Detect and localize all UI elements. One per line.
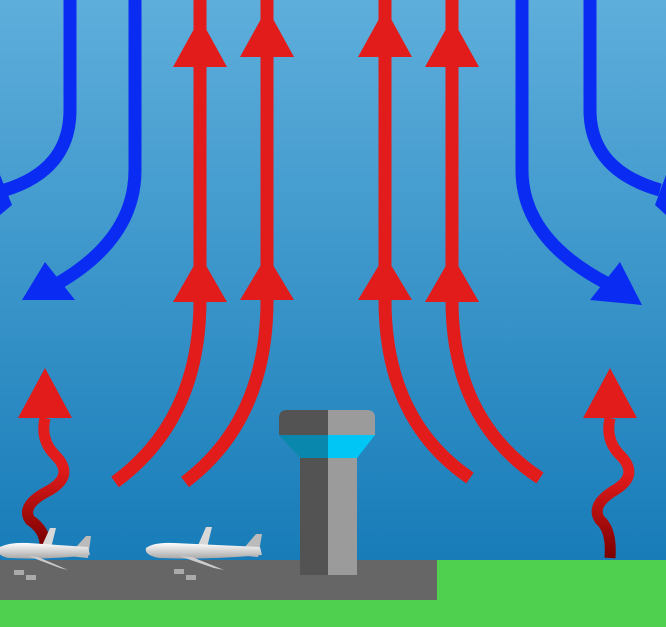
updraft-arrow-3 <box>378 0 474 484</box>
plane-engine <box>186 575 196 580</box>
airplane-icon <box>0 528 91 580</box>
thermal-arrow-left <box>22 416 70 546</box>
updraft-arrows <box>111 0 544 488</box>
tower-cap-light <box>328 410 375 435</box>
updraft-arrow-icon <box>240 8 294 57</box>
updraft-arrow-icon <box>358 8 412 57</box>
downdraft-arrow-4 <box>515 0 613 291</box>
updraft-arrow-icon <box>173 18 227 67</box>
updraft-arrow-2 <box>181 0 274 488</box>
updraft-arrowheads <box>173 8 479 302</box>
plane-engine <box>26 575 36 580</box>
downdraft-arrow-icon <box>655 175 666 215</box>
tower-glass-dark <box>279 435 328 458</box>
updraft-arrow-1 <box>111 0 207 488</box>
control-tower-icon <box>279 410 375 575</box>
tower-shaft-light <box>328 455 357 575</box>
downdraft-arrow-icon <box>0 175 12 215</box>
runway <box>0 560 437 600</box>
updraft-arrow-icon <box>583 368 637 418</box>
tower-shaft-dark <box>300 455 328 575</box>
downdraft-arrow-icon <box>22 262 75 300</box>
tower-cap-dark <box>279 410 328 435</box>
plane-fuselage <box>145 542 262 559</box>
plane-engine <box>14 570 24 575</box>
downdraft-arrows <box>0 0 666 305</box>
downdraft-arrow-1 <box>2 0 77 197</box>
downdraft-arrow-3 <box>583 0 662 197</box>
thermal-arrow-right <box>591 416 635 559</box>
downdraft-arrow-2 <box>51 0 142 291</box>
thermal-arrows <box>18 368 637 559</box>
plane-wing <box>28 556 68 570</box>
updraft-arrow-icon <box>425 255 479 302</box>
updraft-arrow-icon <box>240 255 294 300</box>
airplane-icon <box>145 527 262 580</box>
plane-fuselage <box>0 542 90 559</box>
updraft-arrow-icon <box>18 368 72 418</box>
updraft-arrow-4 <box>445 0 544 484</box>
grass-strip <box>0 600 666 627</box>
plane-wing <box>179 556 224 570</box>
updraft-arrow-icon <box>173 255 227 302</box>
updraft-arrow-icon <box>425 18 479 67</box>
plane-engine <box>174 569 184 574</box>
downdraft-arrow-icon <box>590 262 642 305</box>
tower-glass-light <box>328 435 375 458</box>
updraft-arrow-icon <box>358 255 412 300</box>
